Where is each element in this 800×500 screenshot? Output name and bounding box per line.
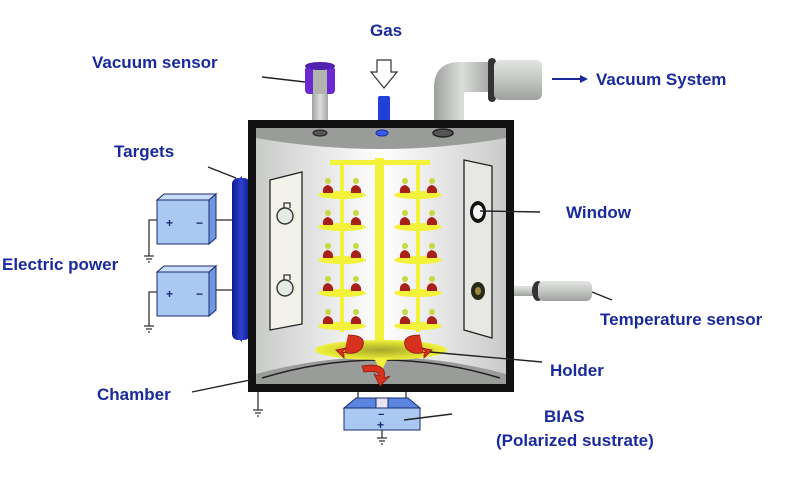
substrate-part <box>426 185 438 193</box>
substrate-part-top <box>402 276 408 282</box>
substrate-part <box>399 250 411 258</box>
arrow-right-icon <box>580 75 588 83</box>
leader-vacuum-sensor <box>261 76 306 83</box>
knob-icon <box>276 274 294 297</box>
negative-sign: − <box>196 287 203 301</box>
substrate-part <box>426 250 438 258</box>
substrate-part-top <box>325 210 331 216</box>
rotation-arrow-icon <box>335 334 364 359</box>
substrate-part <box>322 283 334 291</box>
substrate-part-top <box>353 276 359 282</box>
label-chamber: Chamber <box>97 385 171 404</box>
substrate-part-top <box>402 210 408 216</box>
holder <box>315 158 447 387</box>
substrate-part <box>350 316 362 324</box>
bias-positive-sign: + <box>377 418 384 432</box>
substrate-part-top <box>353 243 359 249</box>
substrate-part <box>426 283 438 291</box>
negative-sign: − <box>196 216 203 230</box>
substrate-part <box>399 185 411 193</box>
substrate-part-top <box>429 309 435 315</box>
leader-chamber <box>191 379 251 393</box>
substrate-part-top <box>325 276 331 282</box>
leader-targets <box>207 166 237 179</box>
label-vacuum-sensor: Vacuum sensor <box>92 53 218 72</box>
substrate-part <box>322 316 334 324</box>
label-bias: BIAS <box>544 407 585 426</box>
substrate-part <box>322 217 334 225</box>
substrate-part-top <box>353 210 359 216</box>
substrate-part <box>350 185 362 193</box>
substrate-part-top <box>429 178 435 184</box>
substrate-part-top <box>353 309 359 315</box>
vacuum-sensor <box>305 62 335 130</box>
label-window: Window <box>566 203 632 222</box>
positive-sign: + <box>166 287 173 301</box>
substrate-part <box>322 250 334 258</box>
substrate-part <box>350 217 362 225</box>
substrate-part-top <box>429 276 435 282</box>
positive-sign: + <box>166 216 173 230</box>
ground-icon <box>253 409 263 417</box>
label-temperature-sensor: Temperature sensor <box>600 310 763 329</box>
substrate-part <box>399 316 411 324</box>
label-vacuum-system: Vacuum System <box>596 70 726 89</box>
substrate-part-top <box>429 210 435 216</box>
substrate-part-top <box>402 309 408 315</box>
label-holder: Holder <box>550 361 604 380</box>
label-bias-subtitle: (Polarized sustrate) <box>496 431 654 450</box>
bias-negative-sign: − <box>378 409 384 421</box>
label-targets: Targets <box>114 142 174 161</box>
substrate-part <box>350 283 362 291</box>
leader-holder <box>429 351 543 363</box>
substrate-part-top <box>402 243 408 249</box>
substrate-part-top <box>353 178 359 184</box>
ground-icon <box>144 255 154 263</box>
label-gas: Gas <box>370 21 402 40</box>
rotation-arrow-icon <box>404 334 433 359</box>
ground-icon <box>377 437 387 445</box>
leader-temperature <box>591 291 613 301</box>
temperature-port <box>471 282 485 300</box>
gas-arrow-icon <box>369 59 399 89</box>
substrate-part-top <box>325 178 331 184</box>
leader-window <box>479 210 541 213</box>
substrate-part <box>426 217 438 225</box>
substrate-part <box>399 217 411 225</box>
gas-inlet <box>369 59 399 124</box>
substrate-part <box>322 185 334 193</box>
temperature-sensor <box>514 281 592 301</box>
substrate-part <box>350 250 362 258</box>
power-supply-1: + − <box>144 192 232 263</box>
knob-icon <box>276 202 294 225</box>
bias-supply: − + <box>342 392 422 445</box>
ground-icon <box>144 325 154 333</box>
holder-tiers <box>318 178 442 330</box>
substrate-part-top <box>429 243 435 249</box>
leader-bias <box>403 413 453 421</box>
label-electric-power: Electric power <box>2 255 119 274</box>
power-supply-2: + − <box>144 264 232 333</box>
substrate-part-top <box>325 309 331 315</box>
vacuum-system-pipe <box>434 58 588 128</box>
rotation-arrow-icon <box>361 364 391 387</box>
left-door-panel <box>269 171 303 331</box>
targets <box>232 176 250 342</box>
substrate-part <box>426 316 438 324</box>
substrate-part-top <box>402 178 408 184</box>
window-port <box>470 201 486 223</box>
substrate-part-top <box>325 243 331 249</box>
right-door-panel <box>463 159 493 339</box>
substrate-part <box>399 283 411 291</box>
